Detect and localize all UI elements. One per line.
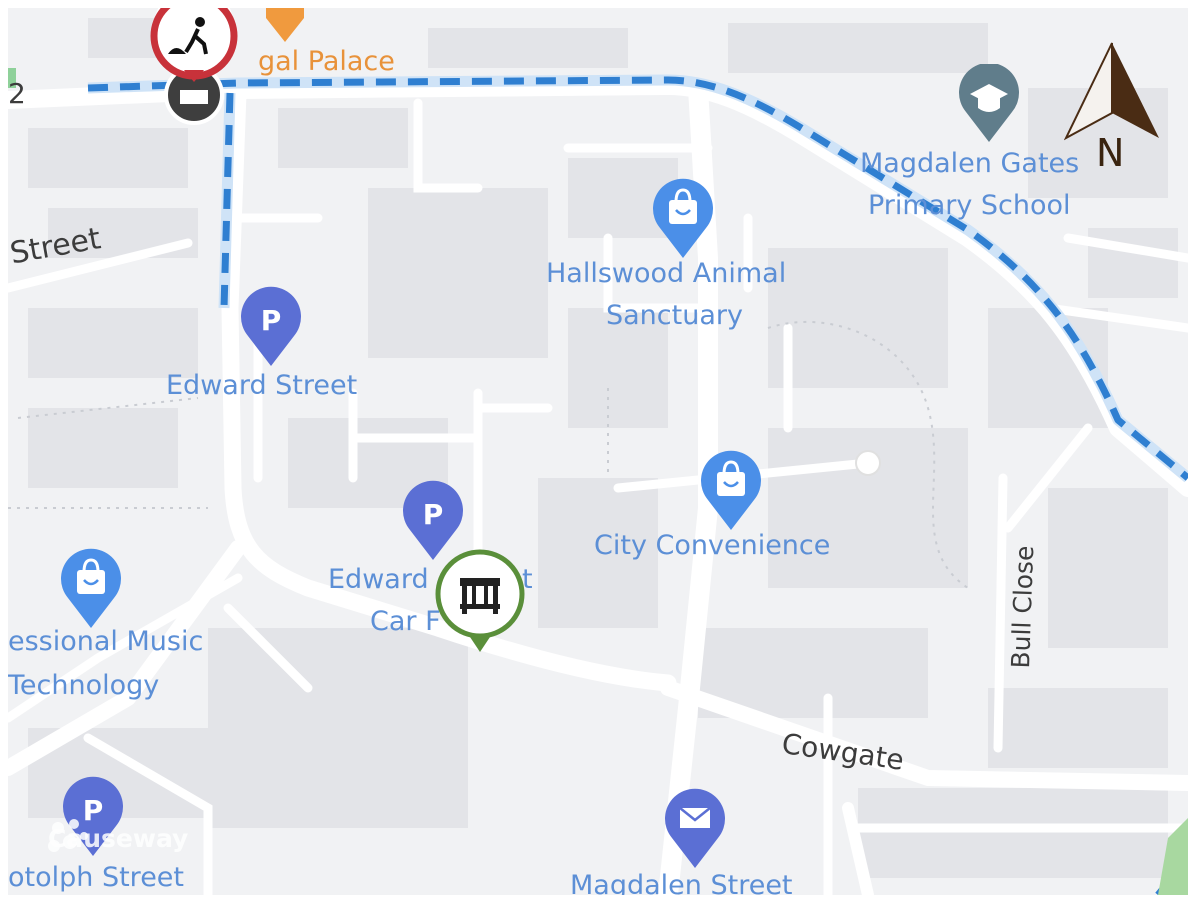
label-car-park-line1-end[interactable]: t <box>522 564 533 595</box>
svg-text:P: P <box>83 794 104 827</box>
label-magdalen-gates[interactable]: Magdalen Gates <box>860 148 1080 179</box>
shop-icon-city-convenience[interactable] <box>700 450 762 532</box>
label-botolph-street[interactable]: otolph Street <box>8 862 185 893</box>
shop-icon-music[interactable] <box>60 548 122 630</box>
svg-text:P: P <box>423 498 444 531</box>
label-music-line1[interactable]: essional Music <box>8 626 204 657</box>
label-edward-street-parking[interactable]: Edward Street <box>166 370 358 401</box>
parking-icon-botolph[interactable]: P <box>62 776 124 858</box>
label-car-park-line2[interactable]: Car F <box>370 606 441 637</box>
venue-marker-icon[interactable] <box>260 8 310 46</box>
label-route-number: 2 <box>8 77 26 110</box>
cul-de-sac <box>855 450 881 476</box>
park-edge <box>8 68 16 88</box>
label-hallswood[interactable]: Hallswood Animal <box>546 258 787 289</box>
footpaths <box>8 320 969 589</box>
label-bull-close: Bull Close <box>1006 545 1040 669</box>
north-compass-icon[interactable] <box>1064 38 1164 188</box>
label-magdalen-street[interactable]: Magdalen Street <box>570 870 793 895</box>
park-area <box>1158 818 1188 895</box>
parking-icon-car-park[interactable]: P <box>402 480 464 562</box>
watermark-logo-icon <box>48 819 88 852</box>
label-regal-palace[interactable]: gal Palace <box>258 46 395 77</box>
map-view[interactable]: N P <box>8 8 1188 895</box>
minor-roads <box>8 98 1188 895</box>
parking-icon-edward-street[interactable]: P <box>240 286 302 368</box>
post-icon[interactable] <box>664 788 726 870</box>
label-music-line2[interactable]: Technology <box>8 670 160 701</box>
compass-letter: N <box>1096 131 1125 175</box>
label-sanctuary[interactable]: Sanctuary <box>606 300 743 331</box>
label-car-park-line1[interactable]: Edward <box>328 564 429 595</box>
label-primary-school[interactable]: Primary School <box>868 190 1071 221</box>
svg-text:P: P <box>261 304 282 337</box>
school-icon[interactable] <box>958 64 1020 144</box>
shop-icon-hallswood[interactable] <box>652 178 714 260</box>
roadworks-icon[interactable] <box>146 8 242 130</box>
label-city-convenience[interactable]: City Convenience <box>594 530 831 561</box>
route-line <box>87 74 1188 483</box>
barrier-icon[interactable] <box>434 548 526 656</box>
